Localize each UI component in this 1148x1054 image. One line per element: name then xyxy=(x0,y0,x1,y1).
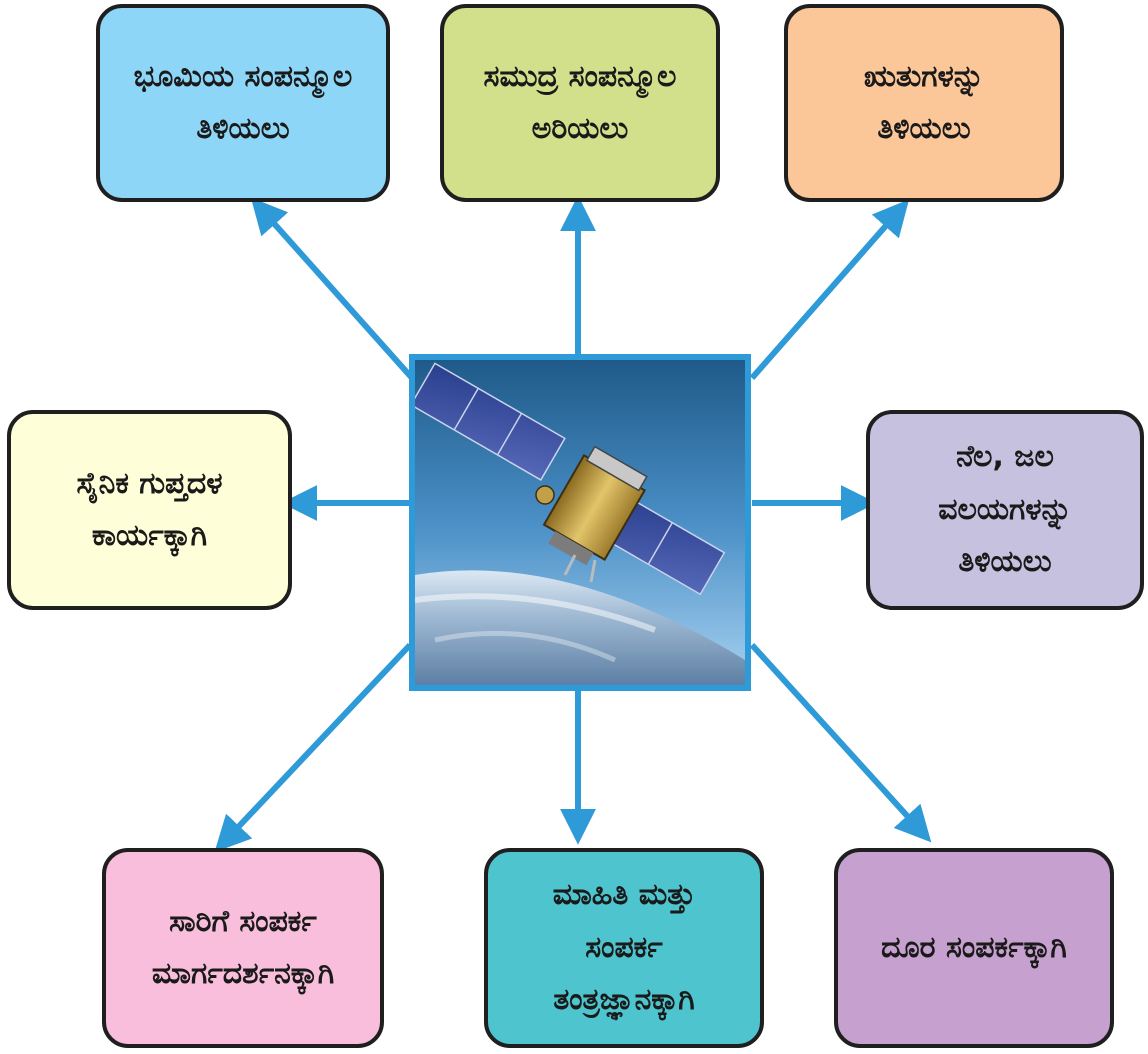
box-bottom-center: ಮಾಹಿತಿ ಮತ್ತು ಸಂಪರ್ಕ ತಂತ್ರಜ್ಞಾನಕ್ಕಾಗಿ xyxy=(484,848,764,1048)
box-bottom-left-text: ಸಾರಿಗೆ ಸಂಪರ್ಕ ಮಾರ್ಗದರ್ಶನಕ್ಕಾಗಿ xyxy=(151,903,335,992)
satellite-icon xyxy=(415,360,745,685)
box-bottom-center-text: ಮಾಹಿತಿ ಮತ್ತು ಸಂಪರ್ಕ ತಂತ್ರಜ್ಞಾನಕ್ಕಾಗಿ xyxy=(552,877,696,1018)
box-top-right-text: ಋತುಗಳನ್ನು ತಿಳಿಯಲು xyxy=(863,58,985,147)
arrow-to-top-right xyxy=(749,199,910,380)
box-top-right: ಋತುಗಳನ್ನು ತಿಳಿಯಲು xyxy=(784,4,1064,202)
arrow-to-bottom-right xyxy=(749,642,932,843)
box-bottom-right-text: ದೂರ ಸಂಪರ್ಕಕ್ಕಾಗಿ xyxy=(881,929,1067,965)
box-middle-left-text: ಸೈನಿಕ ಗುಪ್ತದಳ ಕಾರ್ಯಕ್ಕಾಗಿ xyxy=(76,465,223,554)
box-middle-left: ಸೈನಿಕ ಗುಪ್ತದಳ ಕಾರ್ಯಕ್ಕಾಗಿ xyxy=(7,410,292,610)
arrow-to-bottom-left xyxy=(214,642,413,853)
box-middle-right: ನೆಲ, ಜಲ ವಲಯಗಳನ್ನು ತಿಳಿಯಲು xyxy=(866,410,1144,610)
box-bottom-left: ಸಾರಿಗೆ ಸಂಪರ್ಕ ಮಾರ್ಗದರ್ಶನಕ್ಕಾಗಿ xyxy=(102,848,384,1048)
arrow-to-top-left xyxy=(250,197,415,380)
satellite-image xyxy=(409,354,751,691)
box-top-center: ಸಮುದ್ರ ಸಂಪನ್ಮೂಲ ಅರಿಯಲು xyxy=(440,4,720,202)
box-top-left-text: ಭೂಮಿಯ ಸಂಪನ್ಮೂಲ ತಿಳಿಯಲು xyxy=(133,58,353,147)
box-top-left: ಭೂಮಿಯ ಸಂಪನ್ಮೂಲ ತಿಳಿಯಲು xyxy=(96,4,390,202)
box-middle-right-text: ನೆಲ, ಜಲ ವಲಯಗಳನ್ನು ತಿಳಿಯಲು xyxy=(938,439,1072,580)
box-top-center-text: ಸಮುದ್ರ ಸಂಪನ್ಮೂಲ ಅರಿಯಲು xyxy=(483,58,677,147)
box-bottom-right: ದೂರ ಸಂಪರ್ಕಕ್ಕಾಗಿ xyxy=(834,848,1114,1048)
